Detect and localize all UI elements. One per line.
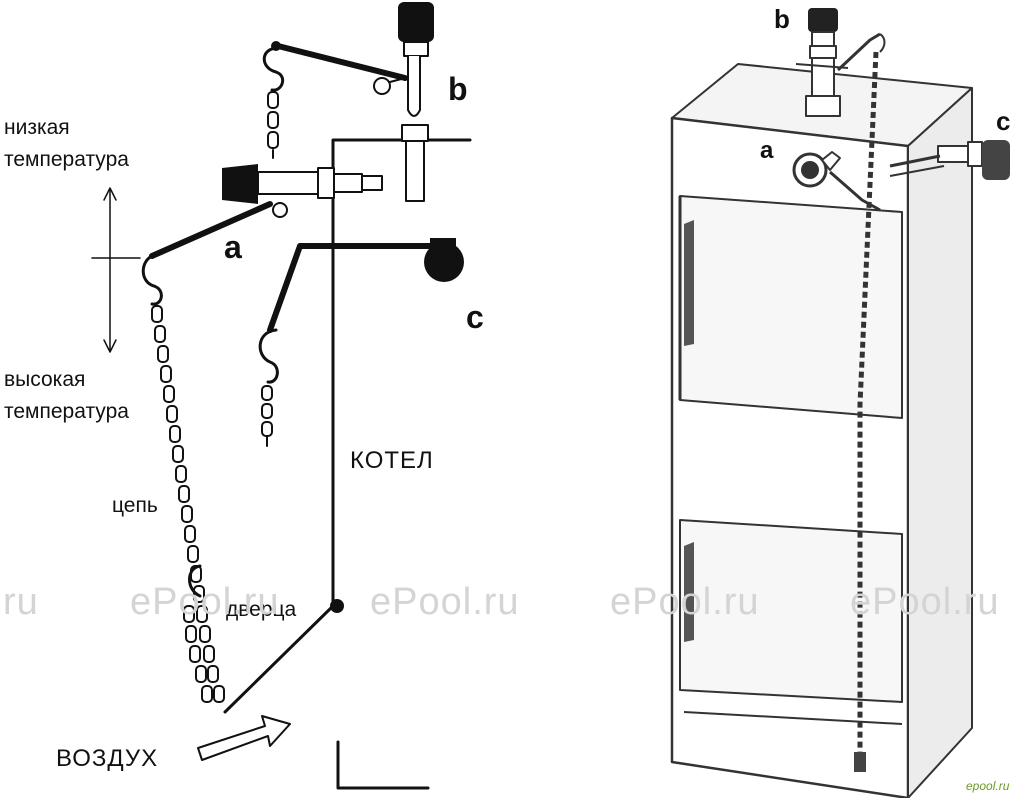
lever-c: [267, 243, 443, 333]
right-chain: [854, 33, 886, 772]
upper-door: [679, 195, 903, 419]
label-c-right: c: [996, 106, 1010, 136]
label-boiler: КОТЕЛ: [350, 447, 434, 474]
label-low-temperature-1: низкая: [4, 116, 70, 139]
label-high-temperature-1: высокая: [4, 368, 85, 391]
label-door: дверца: [226, 598, 297, 621]
lever-a: [149, 201, 273, 259]
label-low-temperature-2: температура: [4, 148, 129, 171]
lever-b: [275, 43, 408, 81]
label-a-left: a: [224, 229, 242, 265]
main-chain: [151, 305, 225, 703]
right-boiler: [670, 8, 1010, 798]
watermark-4: ePool.ru: [610, 581, 760, 623]
lower-door: [679, 519, 903, 703]
label-c-left: c: [466, 299, 484, 335]
label-chain: цепь: [112, 494, 158, 517]
regulator-b: [262, 2, 434, 202]
watermark-1: l.ru: [0, 581, 39, 623]
label-b-right: b: [774, 4, 790, 34]
left-schematic: [91, 2, 472, 790]
watermark-5: ePool.ru: [850, 581, 1000, 623]
label-b-left: b: [448, 71, 468, 107]
upper-handle: [684, 220, 694, 346]
regulator-c: [258, 238, 464, 447]
right-regulator-b: [795, 8, 881, 117]
watermark-2: ePool.ru: [130, 581, 280, 623]
floor-corner: [336, 740, 430, 790]
regulator-a: [149, 164, 383, 259]
air-arrow: [197, 715, 291, 761]
label-air: ВОЗДУХ: [56, 745, 158, 772]
watermark-3: ePool.ru: [370, 581, 520, 623]
right-regulator-c: [889, 140, 1010, 180]
label-high-temperature-2: температура: [4, 400, 129, 423]
door-hinge: [330, 599, 344, 613]
boiler-wall: [331, 138, 472, 608]
boiler-side: [907, 87, 973, 798]
right-regulator-a: [792, 151, 881, 212]
lower-handle: [684, 542, 694, 642]
door-line: [223, 604, 335, 714]
label-a-right: a: [760, 137, 774, 164]
corner-watermark: epool.ru: [966, 779, 1010, 793]
temperature-arrow: [91, 187, 141, 353]
